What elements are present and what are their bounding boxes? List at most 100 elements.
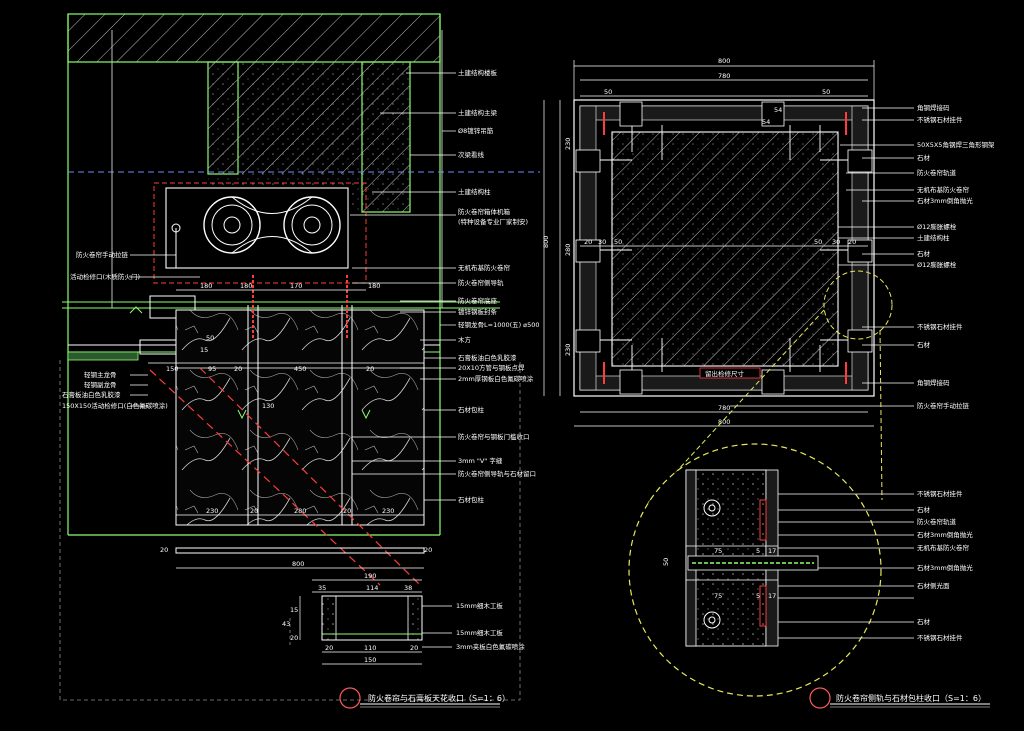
label: 不锈钢石材挂件: [917, 489, 963, 498]
label: 不锈钢石材挂件: [917, 322, 963, 331]
stone-cladding-outer: [573, 99, 875, 397]
label: 防火卷帘轨道: [917, 168, 957, 177]
dim: 114: [366, 584, 378, 592]
right-plan-detail: 留出检修尺寸: [573, 99, 875, 397]
label: 镀锌钢板封条: [458, 307, 498, 316]
label: 150X150活动检修口(白色氟碳喷涂): [62, 401, 168, 410]
zoom-contents: [685, 469, 819, 647]
label: 角钢焊接码: [917, 378, 950, 387]
dim: 20: [584, 238, 592, 246]
dim: 170: [290, 282, 302, 290]
label: 2mm厚钢板白色氟碳喷涂: [458, 374, 534, 383]
structural-column-hatch: [208, 62, 410, 212]
detail-title: 防火卷帘侧轨与石材包柱收口（S=1：6）: [836, 693, 986, 703]
label: 无机布基防火卷帘: [458, 263, 511, 272]
access-panel-detail: [321, 595, 423, 641]
inner-note: 留出检修尺寸: [705, 369, 745, 378]
label: 无机布基防火卷帘: [917, 185, 970, 194]
label: 防火卷帘侧导轨与石材留口: [458, 469, 536, 478]
label: 15mm细木工板: [456, 628, 503, 637]
dim: 15: [200, 346, 208, 354]
label: 50X5X5角钢焊三角形钢架: [917, 140, 995, 149]
right-labels: 角钢焊接码 不锈钢石材挂件 50X5X5角钢焊三角形钢架 石材 防火卷帘轨道 无…: [917, 103, 995, 410]
label: 石材: [917, 505, 931, 514]
label: (特种设备专业厂家制安): [458, 217, 528, 226]
dim: 20: [848, 238, 856, 246]
dim: 230: [564, 138, 572, 150]
label: 防火卷帘侧导轨: [458, 278, 504, 287]
zoom-detail: 不锈钢石材挂件 石材 防火卷帘轨道 石材3mm倒角抛光 无机布基防火卷帘 石材3…: [628, 270, 973, 697]
dim: 280: [564, 244, 572, 256]
roller-shutter-box: [165, 187, 349, 269]
label: 木方: [458, 335, 472, 344]
label: Ø12膨胀螺栓: [917, 260, 957, 269]
label: 活动检修口(木质防火门): [70, 272, 140, 281]
roller-box-outline: [153, 182, 367, 284]
left-leaders: [130, 72, 456, 648]
dim: 38: [404, 584, 412, 592]
label: 石材3mm倒角抛光: [917, 530, 973, 539]
label: 不锈钢石材挂件: [917, 115, 963, 124]
dim: 800: [718, 57, 730, 65]
dim: 150: [364, 656, 376, 664]
dim: 5: [756, 547, 760, 555]
stone-clad-column: [175, 309, 425, 526]
detail-marker-circle: [339, 687, 361, 709]
label: 石材: [917, 249, 931, 258]
label: 15mm细木工板: [456, 601, 503, 610]
label: 土建结构楼板: [458, 68, 498, 77]
dim: 17: [768, 592, 776, 600]
dim: 780: [718, 72, 730, 80]
label: 无机布基防火卷帘: [917, 543, 970, 552]
dim: 20: [160, 546, 168, 554]
dim: 35: [318, 584, 326, 592]
label: 石膏板油白色乳胶漆: [458, 353, 517, 362]
right-title-block: 防火卷帘侧轨与石材包柱收口（S=1：6）: [809, 687, 990, 709]
label: 3mm "V" 字缝: [458, 456, 503, 465]
label: 石材: [917, 340, 931, 349]
label: 轻钢主龙骨: [84, 370, 117, 379]
dim: 20: [410, 644, 418, 652]
left-dimensions: 180 180 170 180 150 95 20 450 20 230 20 …: [148, 282, 525, 665]
label: 土建结构柱: [917, 233, 950, 242]
dim: 43: [282, 620, 290, 628]
dim: 50: [614, 238, 622, 246]
dim: 75: [714, 592, 722, 600]
dim: 800: [292, 560, 304, 568]
dim: 20: [366, 365, 374, 373]
dim: 800: [718, 418, 730, 426]
dim: 30: [598, 238, 606, 246]
label: 防火卷帘轨道: [917, 517, 957, 526]
left-labels-left: 防火卷帘手动拉链 活动检修口(木质防火门) 轻钢主龙骨 轻钢副龙骨 石膏板油白色…: [62, 250, 168, 410]
dim: 230: [564, 344, 572, 356]
dim: 75: [714, 547, 722, 555]
label: 石材3mm倒角抛光: [917, 563, 973, 572]
dim: 20: [290, 634, 298, 642]
label: 轻钢龙骨L=1000(五) ⌀500: [458, 320, 540, 329]
zoom-circle-small: [823, 270, 893, 340]
dim: 20: [343, 507, 351, 515]
label: 防火卷帘底座: [458, 296, 498, 305]
dim: 20: [424, 546, 432, 554]
label: 石材侧光面: [917, 581, 950, 590]
left-title-block: 防火卷帘与石膏板天花收口（S=1：6）: [339, 687, 510, 709]
label: Ø8镀锌吊筋: [458, 126, 494, 135]
right-dimensions: 800 780 50 54 50 54 780 800 800 230 280 …: [542, 57, 875, 427]
dim: 450: [294, 365, 306, 373]
right-leaders: [730, 107, 914, 407]
dim: 230: [382, 507, 394, 515]
dim: 95: [208, 365, 216, 373]
dim: 130: [262, 402, 274, 410]
label: 20X10方管与钢板点焊: [458, 363, 525, 372]
dim: 180: [368, 282, 380, 290]
dim: 50: [662, 558, 670, 566]
label: 防火卷帘与钢板门槛收口: [458, 432, 530, 441]
dim: 17: [768, 547, 776, 555]
detail-marker-circle: [809, 687, 831, 709]
label: 防火卷帘箱体机箱: [458, 207, 511, 216]
label: 防火卷帘手动拉链: [76, 250, 129, 259]
dim: 180: [240, 282, 252, 290]
dim: 50: [604, 88, 612, 96]
dim: 5: [756, 592, 760, 600]
